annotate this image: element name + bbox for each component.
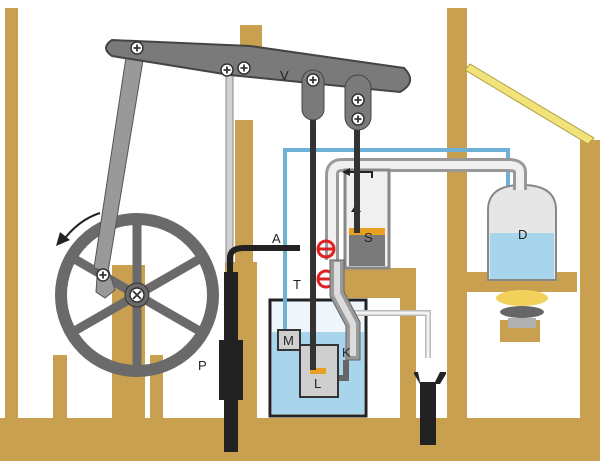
far-right-post — [580, 140, 600, 423]
label-condenser: K — [342, 345, 351, 360]
label-pipe: A — [272, 231, 281, 246]
floor-beam — [0, 418, 600, 461]
screw-head-icon — [220, 63, 234, 77]
burner-stand — [508, 318, 536, 328]
condenser-pipe-inner — [334, 262, 356, 356]
pump-barrel — [219, 340, 243, 400]
burner-flame — [496, 290, 548, 306]
steam-pipe-inner — [328, 161, 524, 260]
screw-head-icon — [129, 287, 145, 303]
steam-cylinder — [342, 168, 391, 270]
screw-head-icon — [351, 93, 365, 107]
label-boiler: D — [518, 227, 527, 242]
beam-pivot-support — [240, 25, 262, 47]
label-tap: T — [293, 277, 301, 292]
label-pump: P — [198, 358, 207, 373]
air-pump-box — [277, 329, 301, 351]
boiler-water — [490, 233, 554, 279]
beam-body — [105, 38, 411, 94]
pump-spout — [227, 245, 300, 290]
air-pump-bucket — [310, 368, 326, 374]
steam-valve — [316, 239, 336, 259]
screw-head-icon — [130, 41, 144, 55]
screw-head-icon — [351, 112, 365, 126]
screw-head-icon — [306, 73, 320, 87]
label-cylinder: S — [364, 230, 373, 245]
flywheel — [55, 213, 219, 377]
walking-beam — [105, 38, 411, 131]
air-pump-rod — [310, 80, 316, 370]
pump-rod — [225, 69, 234, 266]
screw-heads — [96, 41, 365, 303]
foot-post-1 — [53, 355, 67, 423]
curved-arrow-icon — [56, 232, 70, 246]
screw-head-icon — [96, 268, 110, 282]
pump-post-upper — [235, 120, 253, 265]
burner-base — [500, 306, 544, 318]
drain-pipe-inner — [350, 311, 430, 358]
steam-flow-arrow-icon — [342, 168, 350, 176]
cylinder-piston — [349, 228, 385, 235]
piston-rod — [354, 105, 360, 233]
cylinder-lower — [349, 232, 385, 266]
label-air-pump: M — [283, 333, 294, 348]
label-beam: V — [280, 68, 289, 83]
boiler — [487, 183, 557, 328]
chimney-flue — [464, 63, 595, 145]
flywheel-spokes — [68, 219, 206, 371]
right-post — [447, 8, 467, 423]
screw-head-icon — [237, 61, 251, 75]
drain-funnel — [414, 372, 446, 445]
left-post — [5, 8, 18, 423]
label-piston: L — [314, 376, 321, 391]
cistern-post — [400, 268, 416, 418]
